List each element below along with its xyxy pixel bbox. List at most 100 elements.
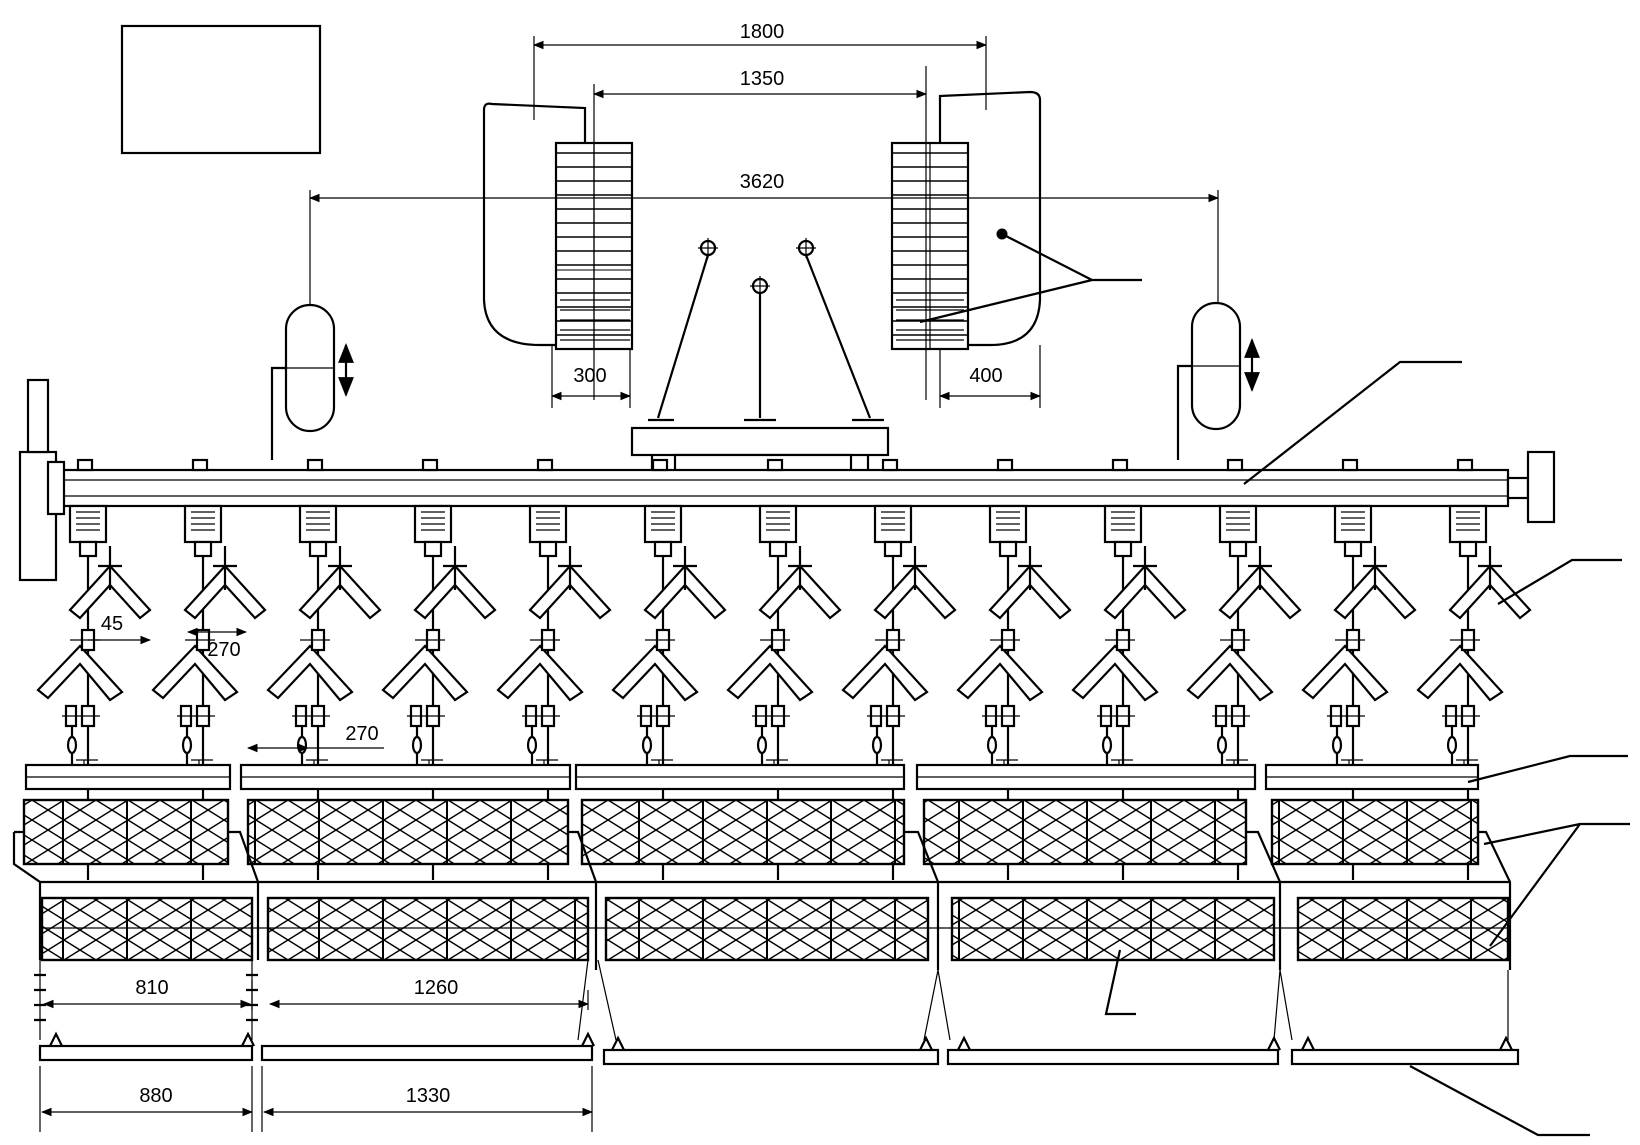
chain-link bbox=[1216, 735, 1228, 755]
chain-link bbox=[986, 735, 998, 755]
chain-link bbox=[526, 735, 538, 755]
beam-clamp bbox=[1456, 458, 1474, 472]
spring-coil bbox=[1341, 511, 1365, 531]
sweep-rear bbox=[151, 644, 239, 702]
sweep-rear bbox=[1186, 644, 1274, 702]
dim-3620-label: 3620 bbox=[740, 171, 785, 193]
spring-coil bbox=[651, 511, 675, 531]
chain-link bbox=[1101, 735, 1113, 755]
dim-3620: 3620 bbox=[308, 171, 1220, 203]
dim-270-a-label: 270 bbox=[207, 639, 240, 661]
tractor-right-wheel bbox=[890, 90, 1042, 351]
chain-link bbox=[181, 735, 193, 755]
sweep-front-stem bbox=[903, 546, 927, 590]
dim-400-label: 400 bbox=[969, 365, 1002, 387]
dim-270-b: 270 bbox=[246, 723, 384, 753]
shank-mount bbox=[998, 540, 1018, 558]
sweep-front-stem bbox=[328, 546, 352, 590]
sweep-rear bbox=[841, 644, 929, 702]
spring-coil bbox=[881, 511, 905, 531]
dim-1330: 1330 bbox=[262, 1085, 594, 1117]
shank-mount bbox=[78, 540, 98, 558]
shank-mount bbox=[1458, 540, 1478, 558]
sweep-rear bbox=[496, 644, 584, 702]
beam-clamp bbox=[76, 458, 94, 472]
sweep-front-stem bbox=[673, 546, 697, 590]
sweep-front-stem bbox=[788, 546, 812, 590]
shank-mount bbox=[768, 540, 788, 558]
gauge-wheel-left bbox=[270, 303, 354, 460]
dim-810-label: 810 bbox=[135, 977, 168, 999]
tractor-left-wheel bbox=[482, 102, 634, 351]
sweep-front-stem bbox=[558, 546, 582, 590]
spring-coil bbox=[996, 511, 1020, 531]
dim-270-a: 270 bbox=[186, 627, 248, 661]
chain-link bbox=[1331, 735, 1343, 755]
spring-coil bbox=[1111, 511, 1135, 531]
dim-400: 400 bbox=[938, 365, 1042, 401]
sweep-front-stem bbox=[1478, 546, 1502, 590]
shank-mount bbox=[308, 540, 328, 558]
dim-1260-label: 1260 bbox=[414, 977, 459, 999]
shank-mount bbox=[423, 540, 443, 558]
sweep-rear bbox=[726, 644, 814, 702]
dim-880: 880 bbox=[40, 1085, 254, 1117]
callout-harrow-section bbox=[1104, 949, 1136, 1016]
beam-clamp bbox=[421, 458, 439, 472]
dim-880-label: 880 bbox=[139, 1085, 172, 1107]
chain-link bbox=[756, 735, 768, 755]
chain-link bbox=[641, 735, 653, 755]
harrow-row-2 bbox=[40, 896, 1510, 962]
beam-clamp bbox=[306, 458, 324, 472]
sweep-front-stem bbox=[1133, 546, 1157, 590]
callout-wheels bbox=[919, 228, 1142, 324]
shank-mount bbox=[883, 540, 903, 558]
working-units bbox=[36, 458, 1532, 880]
beam-clamp bbox=[996, 458, 1014, 472]
sweep-rear bbox=[36, 644, 124, 702]
dim-300: 300 bbox=[550, 365, 632, 401]
sweep-rear bbox=[266, 644, 354, 702]
sweep-rear bbox=[611, 644, 699, 702]
shank-mount bbox=[1113, 540, 1133, 558]
spring-coil bbox=[76, 511, 100, 531]
main-frame bbox=[18, 378, 1556, 582]
shank-mount bbox=[653, 540, 673, 558]
dim-1330-label: 1330 bbox=[406, 1085, 451, 1107]
harrow-bar-row-1 bbox=[24, 763, 1480, 791]
sweep-front-stem bbox=[443, 546, 467, 590]
dim-1800-label: 1800 bbox=[740, 21, 785, 43]
spring-coil bbox=[421, 511, 445, 531]
beam-clamp bbox=[1341, 458, 1359, 472]
chain-link bbox=[411, 735, 423, 755]
dim-1350-label: 1350 bbox=[740, 68, 785, 90]
sweep-rear bbox=[1301, 644, 1389, 702]
chain-link bbox=[1446, 735, 1458, 755]
spring-coil bbox=[1226, 511, 1250, 531]
extension-lines bbox=[309, 36, 1219, 408]
dim-810: 810 bbox=[42, 977, 252, 1009]
spring-coil bbox=[536, 511, 560, 531]
beam-clamp bbox=[536, 458, 554, 472]
dim-1260: 1260 bbox=[268, 977, 590, 1009]
dim-1350: 1350 bbox=[592, 68, 928, 99]
chain-link bbox=[871, 735, 883, 755]
sweep-rear bbox=[381, 644, 469, 702]
dim-1800: 1800 bbox=[532, 21, 988, 50]
callout-frame bbox=[1243, 360, 1462, 485]
title-box bbox=[120, 24, 322, 155]
dim-45: 45 bbox=[88, 613, 152, 645]
sweep-front-stem bbox=[1018, 546, 1042, 590]
chain-link bbox=[296, 735, 308, 755]
beam-clamp bbox=[651, 458, 669, 472]
dim-270-b-label: 270 bbox=[345, 723, 378, 745]
spring-coil bbox=[766, 511, 790, 531]
spring-coil bbox=[1456, 511, 1480, 531]
dim-300-label: 300 bbox=[573, 365, 606, 387]
leveling-bars bbox=[38, 1031, 1520, 1066]
three-point-hitch bbox=[630, 238, 890, 474]
callout-harrow-bar bbox=[1467, 754, 1628, 784]
callout-leveling-bar bbox=[1409, 1065, 1590, 1137]
shank-mount bbox=[1343, 540, 1363, 558]
